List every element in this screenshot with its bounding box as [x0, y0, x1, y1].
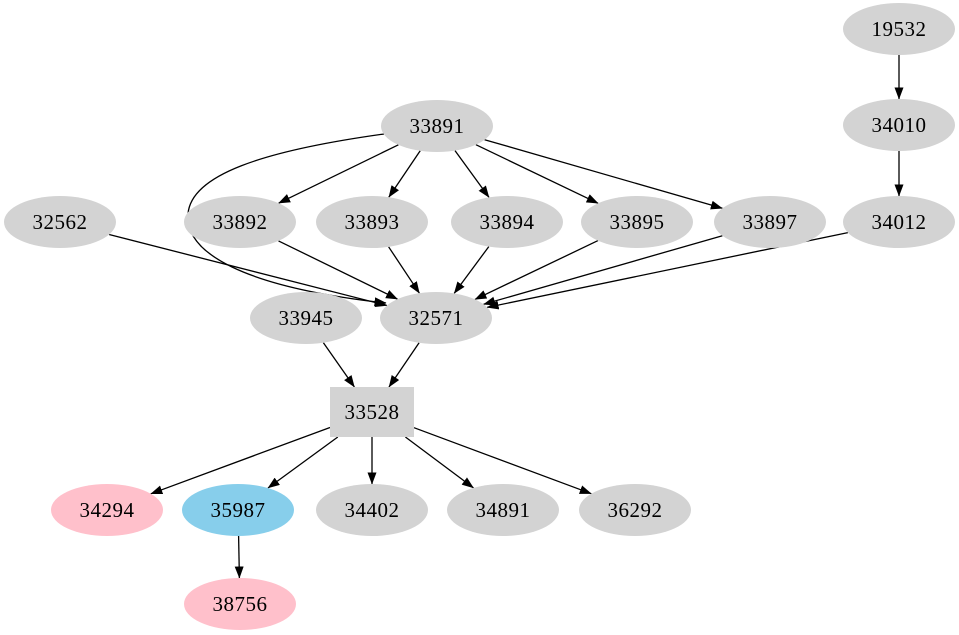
edge-33528-34891 [405, 436, 474, 489]
node-36292: 36292 [579, 484, 691, 536]
node-ellipse-shape [184, 196, 296, 248]
node-label: 33897 [743, 210, 798, 234]
edge-33891-33895 [475, 144, 599, 204]
node-label: 33894 [480, 210, 535, 234]
node-ellipse-shape [381, 100, 493, 152]
node-label: 36292 [608, 498, 663, 522]
node-label: 33528 [345, 400, 400, 424]
node-33897: 33897 [714, 196, 826, 248]
node-label: 34402 [345, 498, 400, 522]
node-label: 33945 [279, 306, 334, 330]
edge-33945-33528 [322, 342, 355, 388]
node-32562: 32562 [4, 196, 116, 248]
node-ellipse-shape [843, 196, 955, 248]
node-ellipse-shape [184, 578, 296, 630]
node-33894: 33894 [451, 196, 563, 248]
edge-33891-33894 [454, 150, 490, 198]
edge-33528-36292 [413, 427, 592, 495]
node-ellipse-shape [447, 484, 559, 536]
node-19532: 19532 [843, 3, 955, 55]
edge-32571-33528 [388, 342, 420, 388]
edge-33891-33897 [484, 139, 723, 210]
edge-33897-32571 [483, 235, 723, 306]
node-label: 38756 [213, 592, 268, 616]
node-label: 33891 [410, 114, 465, 138]
node-38756: 38756 [184, 578, 296, 630]
node-label: 34010 [872, 113, 927, 137]
node-ellipse-shape [579, 484, 691, 536]
edge-33891-33893 [388, 150, 421, 198]
node-ellipse-shape [714, 196, 826, 248]
node-ellipse-shape [581, 196, 693, 248]
edge-33528-34294 [150, 426, 331, 495]
node-35987: 35987 [182, 484, 294, 536]
node-ellipse-shape [316, 196, 428, 248]
edge-33528-35987 [267, 436, 339, 489]
node-ellipse-shape [250, 292, 362, 344]
node-label: 34891 [476, 498, 531, 522]
node-ellipse-shape [451, 196, 563, 248]
node-box-shape [330, 387, 414, 437]
edge-33892-32571 [278, 240, 398, 300]
node-label: 33892 [213, 210, 268, 234]
node-33891: 33891 [381, 100, 493, 152]
node-ellipse-shape [51, 484, 163, 536]
node-label: 35987 [211, 498, 266, 522]
node-32571: 32571 [380, 292, 492, 344]
node-label: 34294 [80, 498, 135, 522]
node-ellipse-shape [843, 3, 955, 55]
edge-33895-32571 [474, 240, 599, 300]
node-34010: 34010 [843, 99, 955, 151]
node-33945: 33945 [250, 292, 362, 344]
node-33528: 33528 [330, 387, 414, 437]
node-label: 33895 [610, 210, 665, 234]
node-ellipse-shape [4, 196, 116, 248]
node-ellipse-shape [843, 99, 955, 151]
node-33893: 33893 [316, 196, 428, 248]
node-ellipse-shape [380, 292, 492, 344]
edge-33894-32571 [453, 246, 490, 294]
edge-32562-32571 [108, 233, 388, 308]
edges-layer [108, 55, 904, 579]
nodes-layer: 19532 34010 34012 33891 32562 33892 33893 33894… [4, 3, 955, 630]
edge-33893-32571 [388, 246, 420, 294]
node-33892: 33892 [184, 196, 296, 248]
node-label: 32562 [33, 210, 88, 234]
edge-35987-38756 [234, 535, 244, 579]
node-34294: 34294 [51, 484, 163, 536]
node-label: 33893 [345, 210, 400, 234]
node-ellipse-shape [182, 484, 294, 536]
node-33895: 33895 [581, 196, 693, 248]
node-label: 34012 [872, 210, 927, 234]
edge-33891-33892 [278, 144, 399, 204]
node-ellipse-shape [316, 484, 428, 536]
node-34012: 34012 [843, 196, 955, 248]
node-label: 32571 [409, 306, 464, 330]
node-label: 19532 [872, 17, 927, 41]
node-34402: 34402 [316, 484, 428, 536]
node-34891: 34891 [447, 484, 559, 536]
